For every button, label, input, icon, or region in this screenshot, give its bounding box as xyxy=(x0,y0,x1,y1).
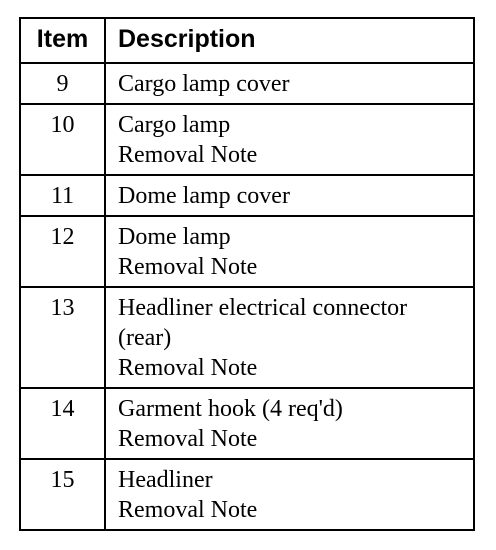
table-row: 13 Headliner electrical connector (rear)… xyxy=(21,286,473,387)
header-item: Item xyxy=(21,19,106,62)
description-line: Cargo lamp cover xyxy=(118,71,290,97)
item-number: 11 xyxy=(21,176,106,215)
removal-note-link[interactable]: Removal Note xyxy=(118,497,258,523)
table-row: 9 Cargo lamp cover xyxy=(21,62,473,103)
item-number: 13 xyxy=(21,288,106,387)
item-number: 15 xyxy=(21,460,106,529)
removal-note-link[interactable]: Removal Note xyxy=(118,142,258,168)
item-number: 10 xyxy=(21,105,106,174)
table-row: 14 Garment hook (4 req'd) Removal Note xyxy=(21,387,473,458)
removal-note-link[interactable]: Removal Note xyxy=(118,254,258,280)
description-line: Headliner xyxy=(118,467,213,493)
item-description: Dome lamp cover xyxy=(106,176,473,215)
item-description: Headliner electrical connector (rear) Re… xyxy=(106,288,473,387)
description-line: Garment hook (4 req'd) xyxy=(118,396,343,422)
item-number: 14 xyxy=(21,389,106,458)
table-row: 15 Headliner Removal Note xyxy=(21,458,473,529)
item-description: Garment hook (4 req'd) Removal Note xyxy=(106,389,473,458)
item-description: Cargo lamp Removal Note xyxy=(106,105,473,174)
table-header-row: Item Description xyxy=(21,19,473,62)
item-number: 9 xyxy=(21,64,106,103)
item-number: 12 xyxy=(21,217,106,286)
removal-note-link[interactable]: Removal Note xyxy=(118,355,258,381)
item-description: Dome lamp Removal Note xyxy=(106,217,473,286)
description-line: (rear) xyxy=(118,325,172,351)
table-row: 11 Dome lamp cover xyxy=(21,174,473,215)
table-row: 12 Dome lamp Removal Note xyxy=(21,215,473,286)
table-row: 10 Cargo lamp Removal Note xyxy=(21,103,473,174)
description-line: Dome lamp cover xyxy=(118,183,290,209)
description-line: Cargo lamp xyxy=(118,112,231,138)
item-description: Headliner Removal Note xyxy=(106,460,473,529)
description-line: Headliner electrical connector xyxy=(118,295,408,321)
item-description: Cargo lamp cover xyxy=(106,64,473,103)
description-line: Dome lamp xyxy=(118,224,231,250)
removal-note-link[interactable]: Removal Note xyxy=(118,426,258,452)
parts-table: Item Description 9 Cargo lamp cover 10 C… xyxy=(19,17,475,531)
header-description: Description xyxy=(118,25,256,53)
